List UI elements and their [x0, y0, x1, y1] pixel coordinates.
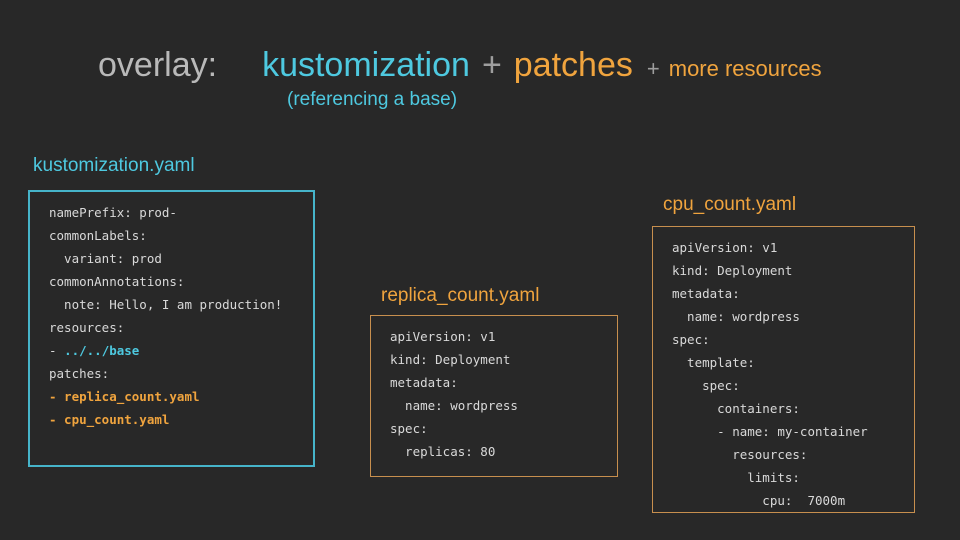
code-text: - name: my-container: [672, 424, 868, 439]
code-text: containers:: [672, 401, 800, 416]
code-line: resources:: [49, 316, 307, 339]
title-plus-sign: +: [481, 46, 502, 84]
code-line: - replica_count.yaml: [49, 385, 307, 408]
kustomization-yaml-label: kustomization.yaml: [33, 155, 195, 176]
code-line: spec:: [390, 417, 611, 440]
code-text: -: [49, 343, 65, 358]
code-line: commonAnnotations:: [49, 270, 307, 293]
code-text: replicas: 80: [390, 444, 496, 459]
kustomization-yaml-code-box: namePrefix: prod-commonLabels: variant: …: [28, 190, 315, 467]
cpu-count-yaml-label: cpu_count.yaml: [663, 194, 797, 215]
code-text: ../../base: [64, 343, 140, 358]
code-text: template:: [672, 355, 755, 370]
code-line: limits:: [672, 466, 908, 489]
slide-title: overlay: kustomization + patches + more …: [98, 46, 822, 85]
code-line: spec:: [672, 374, 908, 397]
code-line: spec:: [672, 328, 908, 351]
code-line: note: Hello, I am production!: [49, 293, 307, 316]
code-line: namePrefix: prod-: [49, 201, 307, 224]
code-line: - ../../base: [49, 339, 307, 362]
code-text: commonLabels:: [49, 228, 147, 243]
code-text: resources:: [672, 447, 808, 462]
code-text: patches:: [49, 366, 110, 381]
code-line: template:: [672, 351, 908, 374]
code-text: name: wordpress: [672, 309, 800, 324]
code-line: cpu: 7000m: [672, 489, 908, 512]
code-text: metadata:: [390, 375, 458, 390]
code-text: apiVersion: v1: [672, 240, 778, 255]
code-line: name: wordpress: [672, 305, 908, 328]
code-text: resources:: [49, 320, 125, 335]
code-text: spec:: [672, 378, 740, 393]
code-line: metadata:: [390, 371, 611, 394]
code-line: patches:: [49, 362, 307, 385]
code-text: kind: Deployment: [672, 263, 793, 278]
code-text: limits:: [672, 470, 800, 485]
code-line: containers:: [672, 397, 908, 420]
code-text: apiVersion: v1: [390, 329, 496, 344]
code-line: - cpu_count.yaml: [49, 408, 307, 431]
code-line: - name: my-container: [672, 420, 908, 443]
code-text: name: wordpress: [390, 398, 518, 413]
title-plus-sign-2: +: [646, 56, 660, 81]
code-line: resources:: [672, 443, 908, 466]
title-more-resources: more resources: [668, 56, 822, 81]
code-line: kind: Deployment: [672, 259, 908, 282]
title-subtitle: (referencing a base): [287, 89, 458, 110]
title-overlay: overlay:: [98, 46, 218, 84]
code-text: note: Hello, I am production!: [49, 297, 283, 312]
code-line: commonLabels:: [49, 224, 307, 247]
code-text: - replica_count.yaml: [49, 389, 200, 404]
code-text: cpu: 7000m: [672, 493, 846, 508]
code-line: replicas: 80: [390, 440, 611, 463]
code-line: kind: Deployment: [390, 348, 611, 371]
code-text: spec:: [390, 421, 428, 436]
code-line: apiVersion: v1: [390, 325, 611, 348]
code-line: name: wordpress: [390, 394, 611, 417]
code-text: - cpu_count.yaml: [49, 412, 170, 427]
code-line: apiVersion: v1: [672, 236, 908, 259]
title-kustomization: kustomization: [262, 46, 470, 84]
code-text: commonAnnotations:: [49, 274, 185, 289]
code-text: variant: prod: [49, 251, 162, 266]
replica-count-yaml-label: replica_count.yaml: [381, 285, 540, 306]
code-text: kind: Deployment: [390, 352, 511, 367]
code-line: variant: prod: [49, 247, 307, 270]
code-line: metadata:: [672, 282, 908, 305]
title-patches: patches: [513, 46, 633, 84]
code-text: spec:: [672, 332, 710, 347]
code-text: namePrefix: prod-: [49, 205, 177, 220]
code-text: metadata:: [672, 286, 740, 301]
